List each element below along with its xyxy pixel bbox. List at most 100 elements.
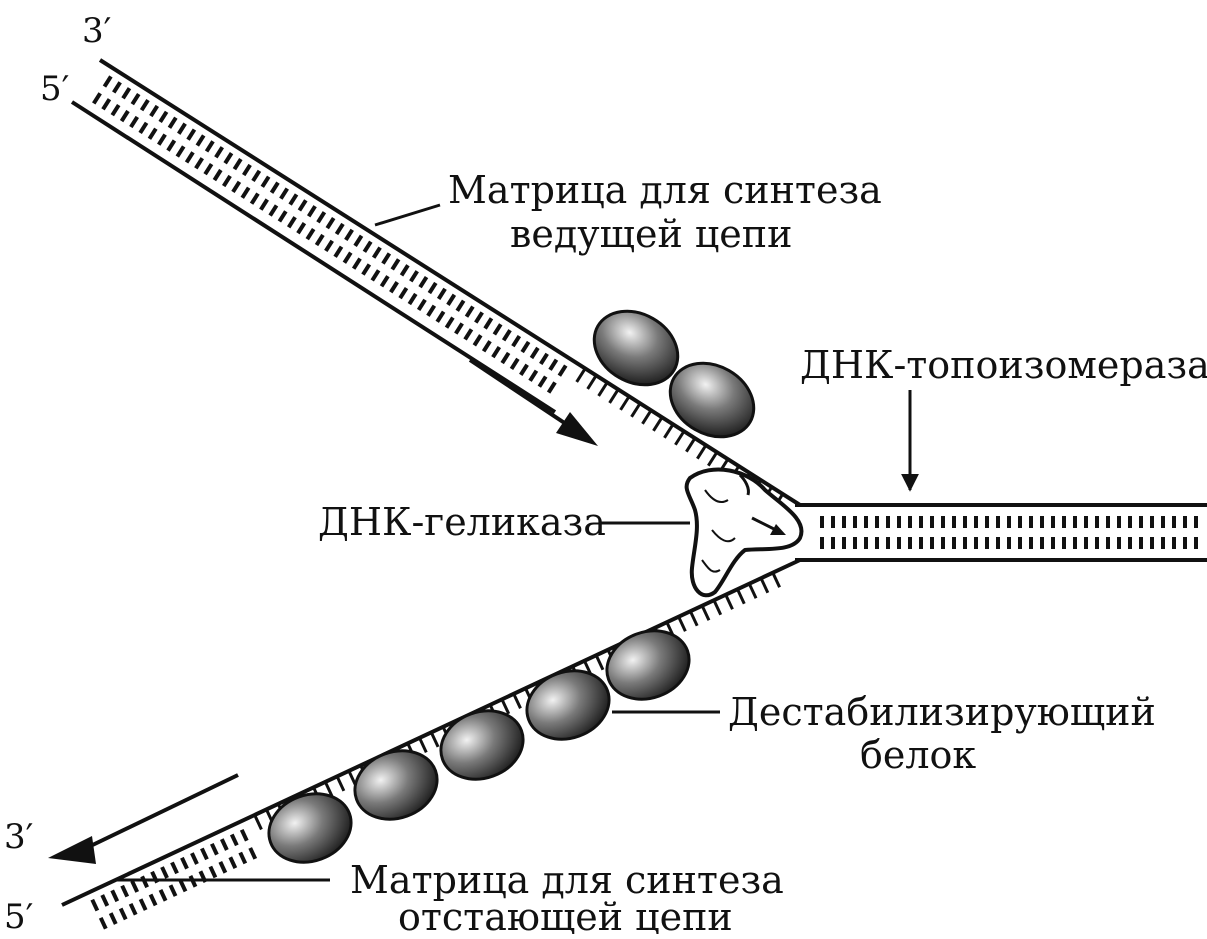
base-pair-rung — [112, 890, 117, 901]
base-pair-rung — [513, 336, 519, 346]
base-pair-rung — [94, 93, 100, 103]
base-pair-rung — [151, 106, 157, 116]
base-tick — [255, 815, 262, 829]
base-pair-rung — [132, 94, 138, 104]
base-pair-rung — [151, 895, 156, 906]
base-pair-rung — [272, 183, 278, 193]
base-pair-rung — [102, 895, 107, 906]
base-pair-rung — [400, 288, 406, 298]
base-pair-rung — [262, 177, 268, 187]
base-pair-rung — [122, 886, 127, 897]
base-pair-rung — [205, 164, 211, 174]
base-pair-rung — [465, 329, 471, 339]
base-pair-rung — [207, 141, 213, 151]
base-pair-rung — [363, 264, 369, 274]
base-tick — [588, 375, 597, 389]
base-pair-rung — [103, 99, 109, 109]
base-pair-rung — [402, 265, 408, 275]
base-pair-rung — [123, 88, 129, 98]
base-pair-rung — [121, 908, 126, 919]
ssb-label-line1: Дестабилизирующий — [728, 690, 1156, 734]
base-pair-rung — [437, 312, 443, 322]
base-pair-rung — [446, 318, 452, 328]
base-pair-rung — [279, 211, 285, 221]
base-pair-rung — [242, 830, 247, 841]
base-pair-rung — [232, 834, 237, 845]
base-pair-rung — [224, 176, 230, 186]
base-pair-rung — [131, 904, 136, 915]
base-pair-rung — [233, 182, 239, 192]
base-pair-rung — [197, 135, 203, 145]
base-pair-rung — [372, 270, 378, 280]
base-tick — [749, 584, 756, 598]
base-pair-rung — [101, 918, 106, 929]
base-tick — [664, 424, 673, 438]
base-pair-rung — [240, 853, 245, 864]
base-pair-rung — [141, 899, 146, 910]
base-pair-rung — [484, 341, 490, 351]
base-pair-rung — [346, 230, 352, 240]
dna-helicase-shape — [687, 469, 802, 595]
base-pair-rung — [549, 382, 555, 392]
ssb-label-line2: белок — [860, 733, 976, 777]
ssb-protein-lower-4 — [345, 740, 447, 831]
base-pair-rung — [326, 241, 332, 251]
base-tick — [686, 438, 695, 452]
base-pair-rung — [299, 200, 305, 210]
base-pair-rung — [541, 354, 547, 364]
base-pair-rung — [466, 307, 472, 317]
base-tick — [697, 445, 706, 459]
base-pair-rung — [253, 171, 259, 181]
base-pair-rung — [344, 253, 350, 263]
base-pair-rung — [140, 123, 146, 133]
base-tick — [708, 452, 717, 466]
base-pair-rung — [289, 217, 295, 227]
base-pair-rung — [317, 235, 323, 245]
base-tick — [337, 776, 344, 790]
base-pair-rung — [429, 283, 435, 293]
base-pair-rung — [391, 282, 397, 292]
base-tick — [642, 410, 651, 424]
base-pair-rung — [448, 295, 454, 305]
ssb-protein-lower-5 — [259, 783, 361, 874]
base-tick — [737, 589, 744, 603]
base-pair-rung — [111, 913, 116, 924]
top-5-prime-label: 5′ — [40, 69, 69, 109]
base-pair-rung — [142, 100, 148, 110]
base-pair-rung — [428, 306, 434, 316]
base-pair-rung — [177, 146, 183, 156]
helicase-label: ДНК-геликаза — [318, 500, 606, 544]
base-pair-rung — [439, 289, 445, 299]
base-pair-rung — [309, 206, 315, 216]
base-pair-rung — [250, 848, 255, 859]
base-pair-rung — [230, 857, 235, 868]
base-pair-rung — [521, 365, 527, 375]
base-tick — [621, 396, 630, 410]
base-pair-rung — [531, 348, 537, 358]
base-pair-rung — [374, 248, 380, 258]
base-tick — [596, 655, 603, 669]
base-pair-rung — [220, 862, 225, 873]
base-pair-rung — [281, 189, 287, 199]
base-pair-rung — [225, 153, 231, 163]
base-pair-rung — [530, 371, 536, 381]
base-pair-rung — [182, 858, 187, 869]
base-pair-rung — [504, 330, 510, 340]
base-pair-rung — [170, 885, 175, 896]
base-pair-rung — [327, 218, 333, 228]
base-tick — [502, 699, 509, 713]
base-pair-rung — [192, 853, 197, 864]
base-pair-rung — [212, 844, 217, 855]
base-tick — [690, 611, 697, 625]
base-pair-rung — [112, 105, 118, 115]
base-pair-rung — [159, 135, 165, 145]
base-tick — [514, 694, 521, 708]
base-pair-rung — [196, 158, 202, 168]
base-tick — [610, 389, 619, 403]
base-pair-rung — [142, 876, 147, 887]
base-pair-rung — [161, 890, 166, 901]
base-pair-rung — [122, 111, 128, 121]
base-pair-rung — [187, 152, 193, 162]
base-pair-rung — [270, 205, 276, 215]
